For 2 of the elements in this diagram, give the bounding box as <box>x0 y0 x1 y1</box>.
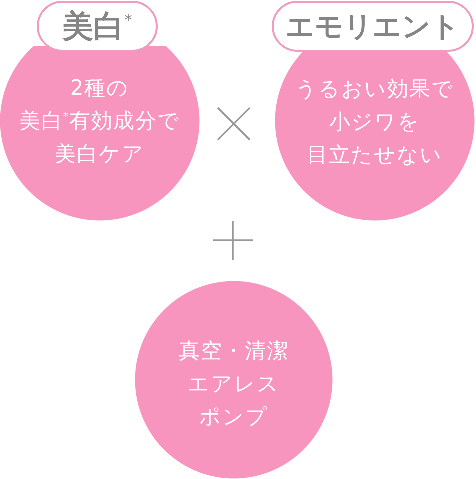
category-tag: 美白$^{*}$ <box>37 1 158 52</box>
category-tag: エモリエント <box>272 1 474 52</box>
